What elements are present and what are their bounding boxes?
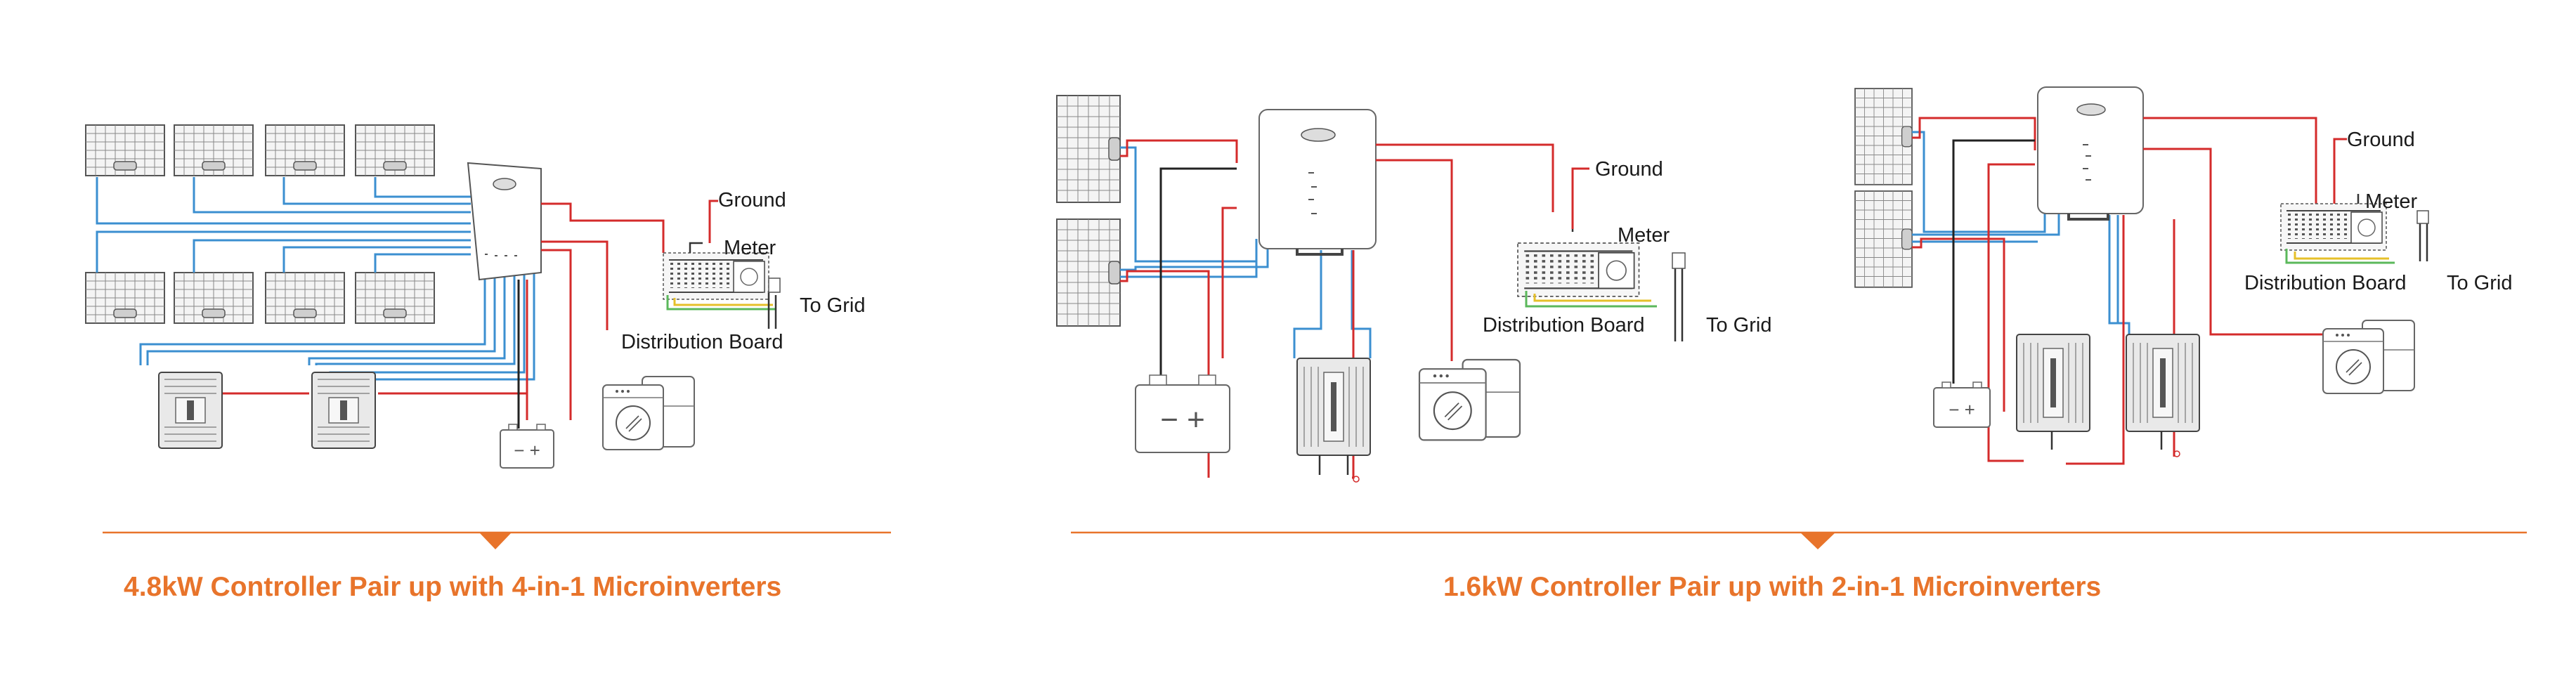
battery-icon: − + — [500, 424, 554, 469]
appliance-icon — [2322, 320, 2415, 394]
solar-panel-icon — [1056, 95, 1121, 327]
distribution-board-icon — [2279, 202, 2429, 264]
to-grid-label: To Grid — [1706, 314, 1771, 337]
distribution-board-label: Distribution Board — [2244, 272, 2407, 294]
distribution-board-label: Distribution Board — [621, 331, 783, 353]
controller-icon — [467, 162, 542, 281]
left-divider — [103, 531, 891, 549]
meter-label: Meter — [1618, 224, 1670, 247]
ground-label: Ground — [2347, 129, 2415, 151]
ground-label: Ground — [1595, 158, 1663, 181]
right-caption: 1.6kW Controller Pair up with 2-in-1 Mic… — [1443, 572, 2101, 602]
meter-label: Meter — [2365, 190, 2417, 213]
microinverter-icon — [1296, 358, 1371, 483]
dc-wiring — [1120, 139, 1372, 478]
right-system: − + Ground Meter To Grid Distribution Bo… — [1854, 86, 2512, 465]
left-system: − + Ground Meter To Grid Distribution Bo… — [85, 124, 865, 469]
to-grid-label: To Grid — [2447, 272, 2512, 294]
microinverter-icon — [158, 372, 376, 449]
controller-icon — [2037, 86, 2144, 221]
solar-panel-icon — [1854, 88, 1913, 288]
appliance-icon — [602, 376, 695, 450]
battery-symbols: − + — [1949, 399, 1975, 420]
ground-label: Ground — [718, 189, 786, 211]
right-divider — [1071, 531, 2527, 549]
battery-icon: − + — [1933, 381, 1991, 428]
controller-icon — [1258, 109, 1377, 256]
appliance-icon — [1418, 358, 1521, 441]
meter-icon — [689, 242, 703, 253]
battery-symbols: − + — [514, 440, 540, 461]
distribution-board-label: Distribution Board — [1483, 314, 1645, 337]
meter-label: Meter — [724, 237, 776, 259]
middle-system: − + Ground Meter To Grid Distribution Bo… — [1056, 95, 1771, 483]
dc-wiring — [1912, 117, 2131, 462]
left-caption: 4.8kW Controller Pair up with 4-in-1 Mic… — [124, 572, 781, 602]
battery-icon: − + — [1135, 374, 1230, 453]
microinverter-icon — [2016, 334, 2200, 457]
distribution-board-icon — [1518, 243, 1686, 341]
battery-symbols: − + — [1160, 403, 1205, 437]
ac-wiring — [219, 200, 718, 429]
distribution-board-icon — [662, 252, 781, 329]
to-grid-label: To Grid — [800, 294, 865, 317]
